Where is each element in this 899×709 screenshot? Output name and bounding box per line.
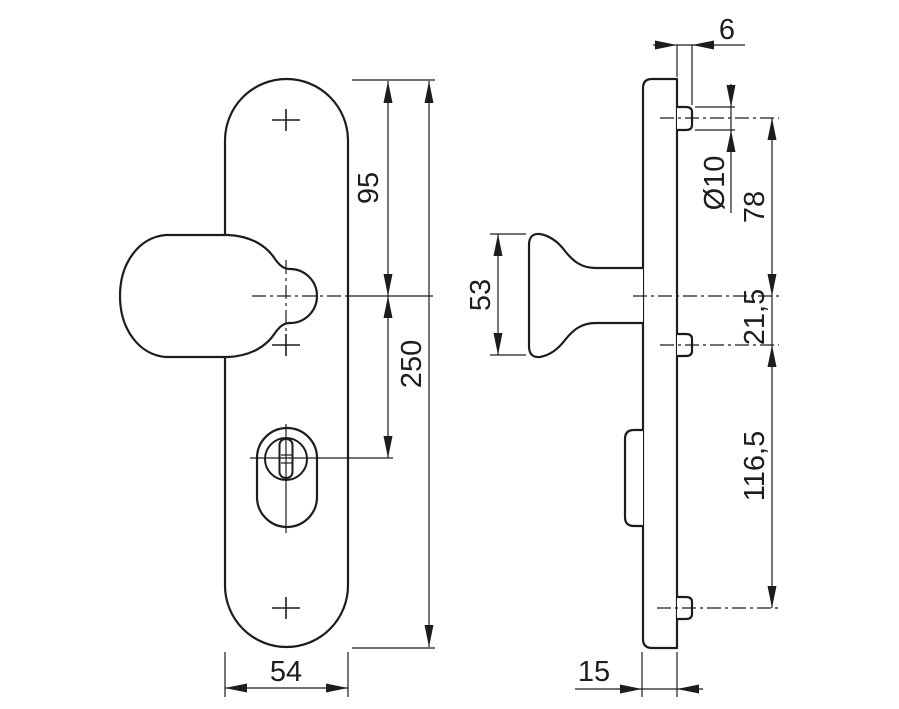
screw-mark-middle — [272, 334, 300, 356]
dim-label-53: 53 — [465, 279, 497, 311]
front-view: 95 250 54 — [118, 77, 435, 697]
dim-label-15: 15 — [578, 656, 610, 688]
dim-label-diameter-10: Ø10 — [699, 156, 731, 211]
arrowhead — [383, 274, 393, 296]
dim-label-6: 6 — [719, 14, 735, 46]
arrowhead — [493, 234, 503, 256]
arrowhead — [493, 333, 503, 355]
cylinder-rosette — [250, 424, 393, 533]
front-knob-outline — [118, 233, 319, 359]
side-cylinder-block — [623, 428, 645, 528]
side-plate-profile — [641, 77, 679, 650]
dim-21-5: 21,5 — [739, 289, 777, 367]
arrowhead — [677, 684, 699, 694]
screw-mark-top — [272, 109, 300, 131]
arrowhead — [726, 130, 736, 152]
dim-label-116-5: 116,5 — [739, 431, 771, 501]
dim-6: 6 — [653, 14, 745, 105]
dim-label-250: 250 — [396, 340, 428, 388]
dim-54: 54 — [224, 652, 349, 697]
arrowhead — [620, 684, 642, 694]
knob-centerline — [252, 260, 348, 333]
dim-53: 53 — [465, 233, 526, 356]
arrowhead — [383, 81, 393, 103]
arrowhead — [767, 118, 777, 140]
dim-78: 78 — [739, 118, 777, 296]
dim-diameter-10: Ø10 — [695, 84, 736, 213]
dim-label-78: 78 — [739, 191, 771, 223]
arrowhead — [726, 85, 736, 107]
dim-label-95: 95 — [353, 172, 385, 204]
dim-250: 250 — [396, 81, 434, 647]
dim-label-21-5: 21,5 — [739, 289, 771, 345]
arrowhead — [424, 81, 434, 103]
dim-15: 15 — [575, 652, 703, 697]
front-plate-outline — [223, 77, 350, 649]
side-view: 6 Ø10 53 78 2 — [465, 14, 779, 697]
arrowhead — [767, 586, 777, 608]
side-knob-profile — [527, 232, 645, 359]
dim-label-54: 54 — [270, 656, 302, 688]
dim-knob-to-cylinder — [383, 296, 393, 458]
arrowhead — [424, 625, 434, 647]
arrowhead — [326, 683, 348, 693]
dim-95: 95 — [353, 81, 393, 296]
arrowhead — [383, 436, 393, 458]
arrowhead — [383, 296, 393, 318]
screw-mark-bottom — [272, 597, 300, 619]
arrowhead — [655, 40, 677, 50]
arrowhead — [225, 683, 247, 693]
arrowhead — [692, 40, 714, 50]
dim-116-5: 116,5 — [739, 345, 777, 608]
arrowhead — [767, 274, 777, 296]
